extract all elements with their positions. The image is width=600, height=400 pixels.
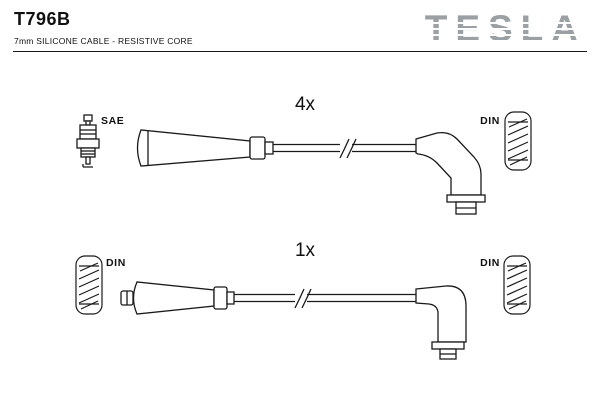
cable-line (273, 143, 340, 153)
boot-collar (213, 286, 228, 310)
spark-plug-icon (76, 114, 100, 168)
plug-thread (80, 147, 96, 158)
break-symbol-icon (294, 288, 312, 309)
din-terminal-icon (75, 255, 103, 315)
elbow-boot-90 (415, 285, 467, 343)
straight-boot (132, 281, 215, 315)
plug-ground-strap (82, 164, 93, 168)
right-terminal-label: DIN (480, 257, 500, 269)
logo-stripe (422, 22, 588, 24)
header-left: T796B 7mm SILICONE CABLE - RESISTIVE COR… (14, 9, 193, 46)
elbow-boot (415, 131, 482, 196)
right-terminal-label: DIN (480, 115, 500, 127)
boot-step (226, 291, 235, 305)
header-divider (13, 51, 587, 52)
cable-diagram: 4x SAE DIN (75, 94, 532, 360)
din-terminal-icon (503, 255, 531, 315)
quantity-label: 4x (295, 94, 316, 115)
boot-step (264, 141, 274, 155)
plug-terminal-nut (83, 114, 93, 122)
logo-stripe (422, 40, 588, 42)
left-terminal-label: DIN (106, 257, 126, 269)
boot-flange (446, 194, 486, 203)
boot-flange (431, 341, 465, 350)
straight-boot (136, 129, 251, 167)
plug-electrode (85, 156, 91, 165)
cable-line (307, 293, 418, 303)
din-terminal-icon (504, 111, 532, 171)
tesla-logo: TESLA (422, 10, 588, 47)
boot-collar (249, 136, 266, 160)
quantity-label: 1x (295, 240, 316, 261)
cable-line (352, 143, 418, 153)
header: T796B 7mm SILICONE CABLE - RESISTIVE COR… (0, 0, 600, 48)
logo-stripe (422, 28, 588, 30)
cable-line (234, 293, 295, 303)
part-number: T796B (14, 9, 71, 29)
cable-4x-drawing (136, 129, 486, 215)
cable-row-1: 4x SAE DIN (76, 94, 532, 215)
break-symbol-icon (339, 138, 357, 159)
subtitle: 7mm SILICONE CABLE - RESISTIVE CORE (14, 35, 193, 46)
plug-hex (76, 138, 100, 149)
cable-1x-drawing (120, 281, 467, 360)
plug-insulator (79, 124, 97, 140)
left-terminal-label: SAE (101, 115, 124, 127)
logo-stripe (422, 34, 588, 36)
cable-row-2: 1x DIN DIN (75, 240, 531, 360)
